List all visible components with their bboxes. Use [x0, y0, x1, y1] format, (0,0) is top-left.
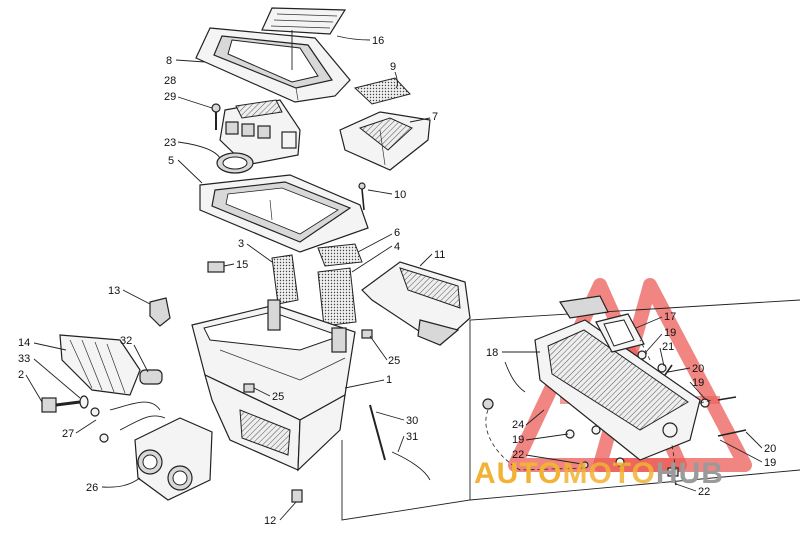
part-5-tray — [199, 174, 369, 253]
callout-13: 13 — [108, 285, 120, 297]
callout-1: 1 — [386, 374, 392, 386]
callout-17: 17 — [664, 311, 676, 323]
callout-19-a: 19 — [664, 327, 676, 339]
part-4-pad — [317, 267, 357, 327]
part-30-rod — [369, 404, 386, 461]
callout-7: 7 — [432, 111, 438, 123]
watermark-moto: MOTO — [562, 457, 655, 490]
callout-15: 15 — [236, 259, 248, 271]
callout-4: 4 — [394, 241, 400, 253]
part-13-clip — [149, 297, 171, 327]
callout-labels: 16 8 9 28 29 7 23 5 10 6 3 4 11 15 13 32… — [18, 35, 776, 527]
callout-9: 9 — [390, 61, 396, 73]
part-2-bolt — [41, 397, 81, 413]
callout-22-a: 22 — [512, 449, 524, 461]
svg-text:AUTOMOTOHUB: AUTOMOTOHUB — [474, 457, 724, 490]
callout-25-a: 25 — [388, 355, 400, 367]
callout-18: 18 — [486, 347, 498, 359]
part-25-fastener-b — [243, 383, 255, 393]
callout-31: 31 — [406, 431, 418, 443]
part-25-fastener-a — [361, 329, 373, 339]
callout-25-b: 25 — [272, 391, 284, 403]
part-23-grommet — [216, 152, 254, 174]
part-19-grommets — [482, 350, 710, 467]
part-18-housing — [534, 295, 701, 461]
callout-28: 28 — [164, 75, 176, 87]
part-24-tube — [504, 361, 526, 393]
part-26-intake — [134, 417, 213, 501]
callout-14: 14 — [18, 337, 30, 349]
callout-19-c: 19 — [512, 434, 524, 446]
watermark-auto: AUTO — [474, 457, 562, 490]
callout-6: 6 — [394, 227, 400, 239]
callout-19-d: 19 — [764, 457, 776, 469]
part-31-cable — [391, 451, 431, 481]
part-11-duct — [361, 261, 471, 346]
part-14-boot — [59, 334, 141, 396]
callout-8: 8 — [166, 55, 172, 67]
callout-19-b: 19 — [692, 377, 704, 389]
part-20-bolts — [664, 364, 747, 437]
callout-2: 2 — [18, 369, 24, 381]
part-27-clamp — [90, 401, 166, 443]
callout-24: 24 — [512, 419, 524, 431]
callout-11: 11 — [434, 249, 445, 261]
part-15-fitting — [207, 261, 225, 273]
callout-20-a: 20 — [692, 363, 704, 375]
dashed-guides — [485, 339, 713, 471]
callout-30: 30 — [406, 415, 418, 427]
part-29-screw — [211, 103, 221, 130]
callout-22-b: 22 — [698, 486, 710, 498]
part-33-washer — [79, 395, 89, 409]
callout-21: 21 — [662, 341, 674, 353]
callout-33: 33 — [18, 353, 30, 365]
part-6-pad — [317, 243, 363, 267]
part-9-filter — [353, 77, 411, 105]
callout-10: 10 — [394, 189, 406, 201]
part-28-module — [219, 99, 301, 166]
callout-32: 32 — [120, 335, 132, 347]
leader-lines — [25, 35, 763, 521]
callout-3: 3 — [238, 238, 244, 250]
callout-27: 27 — [62, 428, 74, 440]
watermark-text: AUTOMOTOHUB — [474, 457, 724, 490]
part-7-bracket — [339, 111, 431, 171]
callout-20-b: 20 — [764, 443, 776, 455]
part-32-sleeve — [139, 369, 163, 385]
callout-16: 16 — [372, 35, 384, 47]
part-12-drain — [291, 489, 303, 503]
part-22-screws — [581, 461, 679, 486]
callout-23: 23 — [164, 137, 176, 149]
part-8-lid — [195, 27, 351, 103]
part-16-decal — [261, 7, 347, 35]
part-17-seal — [595, 313, 645, 353]
part-3-pad — [271, 254, 299, 305]
callout-5: 5 — [168, 155, 174, 167]
part-10-screw — [358, 182, 366, 211]
callout-26: 26 — [86, 482, 98, 494]
watermark-hub: HUB — [656, 457, 724, 490]
callout-12: 12 — [264, 515, 276, 527]
callout-29: 29 — [164, 91, 176, 103]
part-1-airbox — [191, 299, 356, 472]
